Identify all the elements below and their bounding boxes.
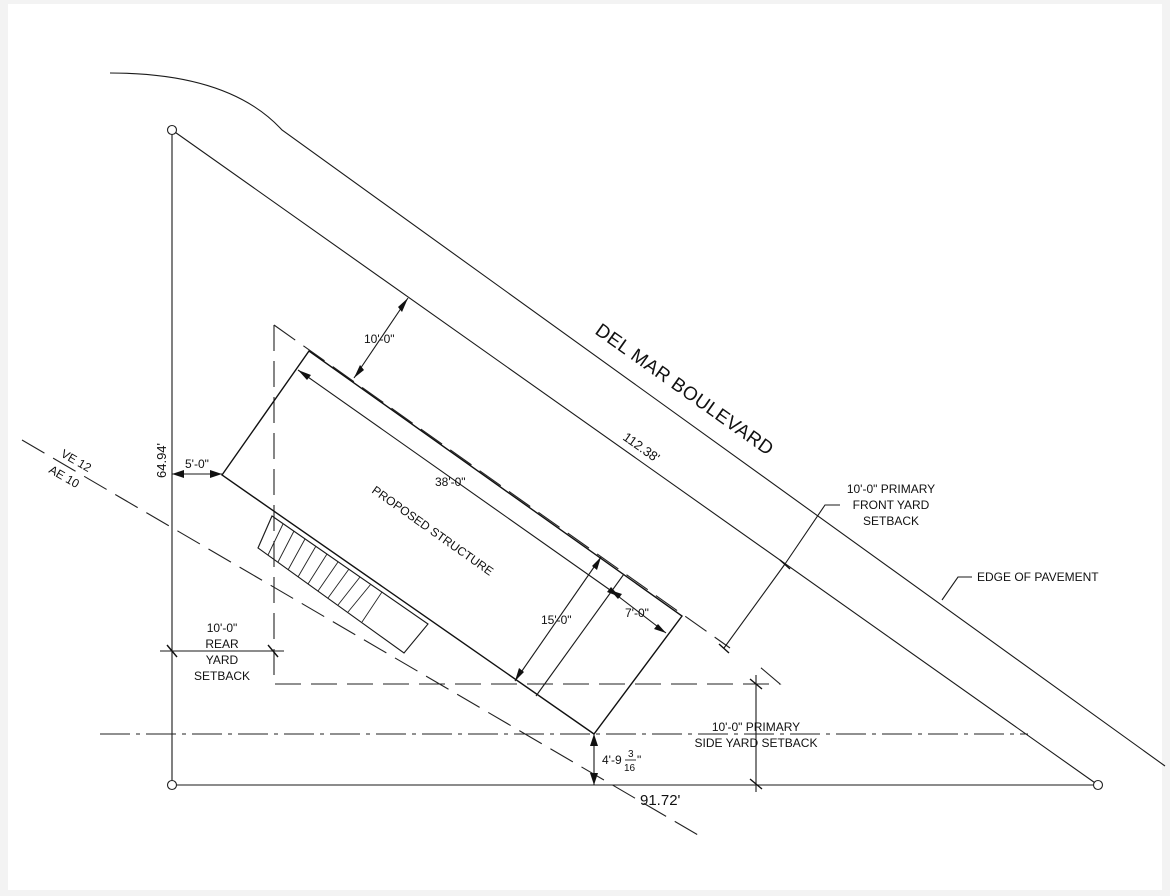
dim-tick [166, 644, 178, 658]
dim-structure-width-label: 15'-0" [541, 613, 572, 627]
dim-arrow [354, 365, 364, 378]
dim-tick [718, 643, 730, 654]
edge-of-pavement-label: EDGE OF PAVEMENT [977, 570, 1099, 584]
property-line-northeast [171, 129, 1099, 786]
dim-tick [749, 778, 763, 790]
rear-setback-line3: YARD [206, 653, 239, 667]
south-offset-denominator: 16 [624, 763, 636, 774]
south-offset-inch: " [637, 753, 641, 767]
property-corner-marker [166, 779, 178, 791]
dim-arrow [610, 590, 622, 599]
south-offset-main: 4'-9 [602, 753, 622, 767]
dim-arrow [590, 773, 598, 785]
paper-background [8, 4, 1162, 890]
leader-front-yard [784, 504, 840, 565]
dim-arrow [590, 734, 598, 746]
rear-setback-line4: SETBACK [194, 669, 250, 683]
dim-front-setback-label: 10'-0" [364, 332, 395, 346]
front-setback-line3: SETBACK [863, 514, 919, 528]
dim-structure-length-label: 38'-0" [435, 475, 466, 489]
dim-structure-length [297, 369, 621, 598]
stair-hatch [257, 515, 383, 623]
dim-tick [749, 678, 763, 690]
dim-arrow [515, 668, 524, 681]
buildable-envelope-front [273, 324, 731, 649]
dim-front-setback [353, 297, 409, 379]
dim-tick [267, 644, 279, 658]
rear-setback-line2: REAR [205, 637, 239, 651]
dim-south-property-line-label: 91.72' [640, 792, 681, 809]
edge-of-pavement-line [109, 72, 1166, 767]
dim-west-setback-label: 5'-0" [185, 457, 209, 471]
dim-arrow [298, 370, 311, 380]
dim-front-yard-setback [723, 563, 786, 649]
front-setback-line1: 10'-0" PRIMARY [847, 482, 935, 496]
south-corner-offset-label: 4'-9 3 16 " [602, 749, 641, 774]
buildable-envelope [273, 325, 782, 685]
front-yard-setback-note: 10'-0" PRIMARY FRONT YARD SETBACK [847, 482, 935, 528]
dim-arrow [654, 624, 666, 633]
side-setback-line1: 10'-0" PRIMARY [712, 720, 800, 734]
flood-zone-boundary [21, 439, 699, 836]
dim-structure-width [514, 556, 602, 682]
dim-arrow [592, 557, 601, 570]
front-setback-line2: FRONT YARD [853, 498, 930, 512]
leader-edge-of-pavement [941, 576, 972, 601]
proposed-structure-outline [221, 350, 683, 735]
deck-line [535, 573, 625, 697]
south-offset-numerator: 3 [628, 749, 634, 760]
side-setback-line2: SIDE YARD SETBACK [695, 736, 818, 750]
dim-arrow [210, 470, 222, 478]
dim-tick [779, 559, 791, 570]
dim-arrow [172, 470, 184, 478]
side-yard-setback-note: 10'-0" PRIMARY SIDE YARD SETBACK [695, 720, 818, 750]
dim-west-property-line-label: 64.94' [154, 443, 169, 478]
dim-deck-depth-label: 7'-0" [625, 606, 649, 620]
property-corner-marker [166, 124, 178, 136]
rear-yard-setback-note: 10'-0" REAR YARD SETBACK [194, 621, 250, 683]
rear-setback-line1: 10'-0" [207, 621, 238, 635]
dim-arrow [398, 298, 408, 312]
property-corner-marker [1092, 779, 1104, 791]
